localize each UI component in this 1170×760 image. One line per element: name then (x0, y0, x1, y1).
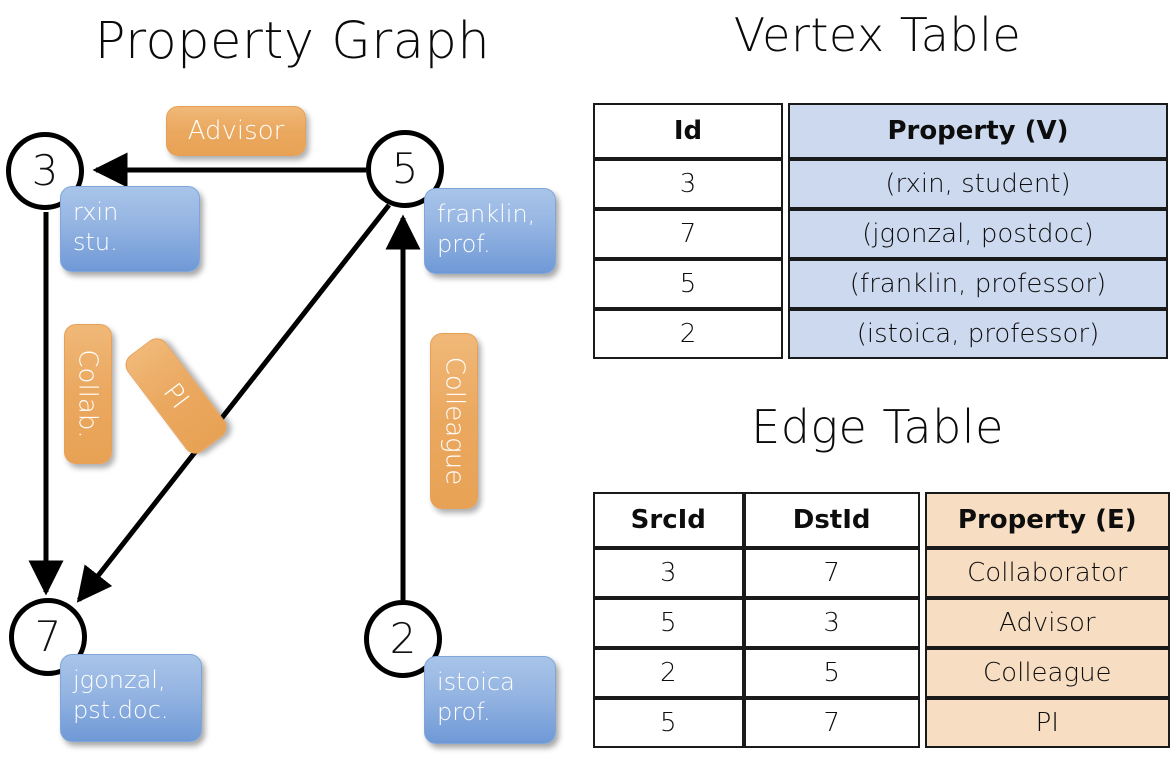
edge-row-0-property: Collaborator (924, 548, 1170, 598)
edge-row-0-dst: 7 (743, 548, 920, 598)
vertex-table-column-gap (783, 103, 788, 159)
edge-5-to-7 (76, 203, 391, 603)
vertex-row-0-property: (rxin, student) (788, 159, 1168, 209)
vertex-row-3-id: 2 (593, 309, 783, 359)
edge-table-column-gap (919, 698, 925, 748)
vertex-table: Id Property (V) 3 (rxin, student) 7 (jgo… (593, 103, 1168, 359)
edge-row-3-src: 5 (593, 698, 744, 748)
table-row: 5 3 Advisor (593, 598, 1170, 648)
edge-table-column-gap (919, 548, 925, 598)
vertex-row-3-property: (istoica, professor) (788, 309, 1168, 359)
edge-label-collab-text: Collab. (73, 349, 103, 439)
edge-label-advisor: Advisor (166, 106, 306, 156)
graph-node-2[interactable]: 2 (364, 600, 442, 678)
vertex-property-box-jgonzal: jgonzal, pst.doc. (60, 654, 202, 742)
edge-row-3-dst: 7 (743, 698, 920, 748)
graph-edges-svg (28, 152, 421, 603)
table-row: 2 5 Colleague (593, 648, 1170, 698)
graph-node-5[interactable]: 5 (366, 130, 444, 208)
vertex-table-column-gap (783, 159, 788, 209)
vertex-table-header-property: Property (V) (788, 103, 1168, 159)
edge-row-1-property: Advisor (924, 598, 1170, 648)
edge-row-2-dst: 5 (743, 648, 920, 698)
table-row: 5 (franklin, professor) (593, 259, 1168, 309)
graph-node-7-label: 7 (34, 612, 62, 661)
table-row: 7 (jgonzal, postdoc) (593, 209, 1168, 259)
page-title-property-graph: Property Graph (94, 12, 491, 71)
edge-label-collab: Collab. (64, 324, 112, 464)
edge-label-advisor-text: Advisor (187, 116, 285, 146)
property-graph-diagram: 3 5 7 2 rxin stu. franklin, prof. jgonza… (6, 106, 556, 744)
edge-table-header-property: Property (E) (924, 492, 1170, 548)
edge-table-column-gap (919, 648, 925, 698)
vertex-property-box-istoica: istoica prof. (424, 656, 556, 744)
vertex-row-2-id: 5 (593, 259, 783, 309)
vertex-table-column-gap (783, 259, 788, 309)
edge-table-header-row: SrcId DstId Property (E) (593, 492, 1170, 548)
vertex-property-istoica-line2: prof. (437, 698, 491, 726)
vertex-property-jgonzal-line1: jgonzal, (73, 666, 166, 694)
vertex-table-column-gap (783, 309, 788, 359)
vertex-property-franklin-line2: prof. (437, 230, 491, 258)
vertex-property-rxin-line2: stu. (73, 228, 118, 256)
edge-table-header-srcid: SrcId (593, 492, 744, 548)
edge-table-column-gap (919, 492, 925, 548)
edge-table-column-gap (919, 598, 925, 648)
table-row: 3 (rxin, student) (593, 159, 1168, 209)
vertex-property-box-franklin: franklin, prof. (424, 188, 556, 274)
edge-table-header-dstid: DstId (743, 492, 920, 548)
vertex-row-2-property: (franklin, professor) (788, 259, 1168, 309)
edge-row-2-property: Colleague (924, 648, 1170, 698)
vertex-property-rxin-line1: rxin (73, 198, 119, 226)
vertex-property-box-rxin: rxin stu. (60, 186, 200, 272)
edge-label-colleague: Colleague (430, 333, 478, 509)
edge-row-2-src: 2 (593, 648, 744, 698)
graph-node-5-label: 5 (391, 144, 419, 193)
table-row: 3 7 Collaborator (593, 548, 1170, 598)
edge-row-0-src: 3 (593, 548, 744, 598)
vertex-table-column-gap (783, 209, 788, 259)
vertex-property-franklin-line1: franklin, (437, 200, 536, 228)
edge-row-1-src: 5 (593, 598, 744, 648)
table-row: 5 7 PI (593, 698, 1170, 748)
page-title-vertex-table: Vertex Table (733, 8, 1022, 62)
vertex-property-jgonzal-line2: pst.doc. (73, 696, 169, 724)
page-title-edge-table: Edge Table (751, 400, 1004, 454)
table-row: 2 (istoica, professor) (593, 309, 1168, 359)
vertex-row-0-id: 3 (593, 159, 783, 209)
edge-row-3-property: PI (924, 698, 1170, 748)
vertex-table-header-id: Id (593, 103, 783, 159)
vertex-row-1-id: 7 (593, 209, 783, 259)
vertex-row-1-property: (jgonzal, postdoc) (788, 209, 1168, 259)
graph-node-3-label: 3 (31, 146, 59, 195)
edge-row-1-dst: 3 (743, 598, 920, 648)
edge-label-pi-text: PI (156, 377, 196, 415)
edge-label-colleague-text: Colleague (439, 356, 470, 486)
vertex-property-istoica-line1: istoica (437, 668, 515, 696)
edge-table: SrcId DstId Property (E) 3 7 Collaborato… (593, 492, 1170, 748)
vertex-table-header-row: Id Property (V) (593, 103, 1168, 159)
graph-node-2-label: 2 (389, 614, 417, 663)
